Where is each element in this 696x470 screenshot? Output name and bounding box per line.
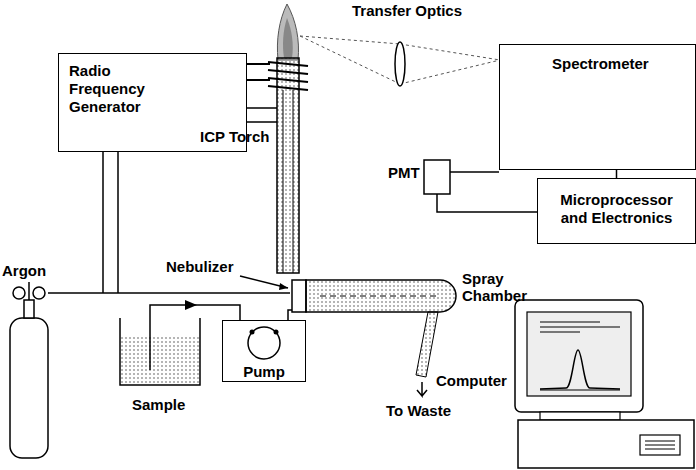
part-label: Argon	[2, 262, 46, 279]
part-label: ICP Torch	[200, 128, 269, 145]
pump-box: Pump	[222, 320, 306, 382]
part-label: Spray Chamber	[462, 270, 532, 304]
part-label: PMT	[388, 164, 420, 181]
part-label: Nebulizer	[166, 258, 234, 275]
component-name: Microprocessor and Electronics	[547, 191, 687, 227]
pump-rotor	[224, 323, 304, 363]
component-name: Spectrometer	[552, 55, 685, 73]
part-label: Sample	[132, 396, 185, 413]
component-box: Microprocessor and Electronics	[537, 178, 696, 244]
component-name: Pump	[223, 363, 305, 381]
part-label: To Waste	[386, 402, 451, 419]
component-name: Radio Frequency Generator	[69, 62, 189, 116]
signal-line	[616, 170, 617, 178]
part-label: Transfer Optics	[352, 2, 462, 19]
component-box: Spectrometer	[499, 44, 696, 170]
part-label: Computer	[436, 372, 507, 389]
